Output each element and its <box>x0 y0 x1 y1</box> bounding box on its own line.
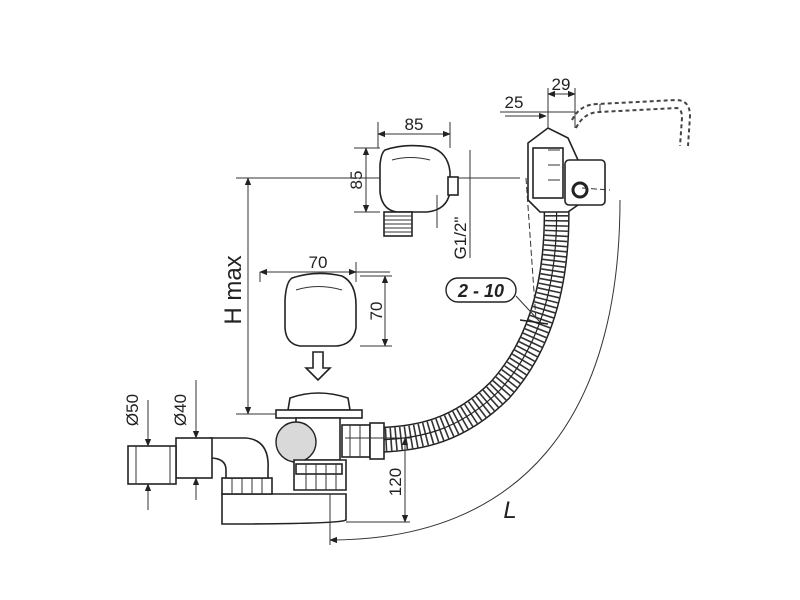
connector-nut-icon <box>571 181 589 199</box>
filler-unit <box>527 127 606 213</box>
spout-25-label: 25 <box>505 93 524 112</box>
overflow-thread <box>383 211 413 237</box>
cap-height-label: 70 <box>367 302 386 321</box>
overflow-head <box>379 144 459 237</box>
thread-label: G1/2" <box>451 217 470 260</box>
cap-width-label: 70 <box>309 253 328 272</box>
height-120-label: 120 <box>386 468 405 496</box>
range-callout: 2 - 10 <box>445 277 549 325</box>
overflow-height-label: 85 <box>347 171 366 190</box>
drain-body <box>127 392 385 525</box>
overflow-hose <box>369 189 570 453</box>
drain-cap <box>284 272 357 347</box>
range-label: 2 - 10 <box>457 281 504 301</box>
h-max-label: H max <box>220 255 247 324</box>
spout-29-label: 29 <box>552 75 571 94</box>
inner-diameter-label: Ø40 <box>171 394 190 426</box>
overflow-width-label: 85 <box>405 115 424 134</box>
length-label: L <box>503 497 516 524</box>
supply-pipe <box>571 98 692 147</box>
down-arrow-icon <box>304 351 332 382</box>
outer-diameter-label: Ø50 <box>123 394 142 426</box>
